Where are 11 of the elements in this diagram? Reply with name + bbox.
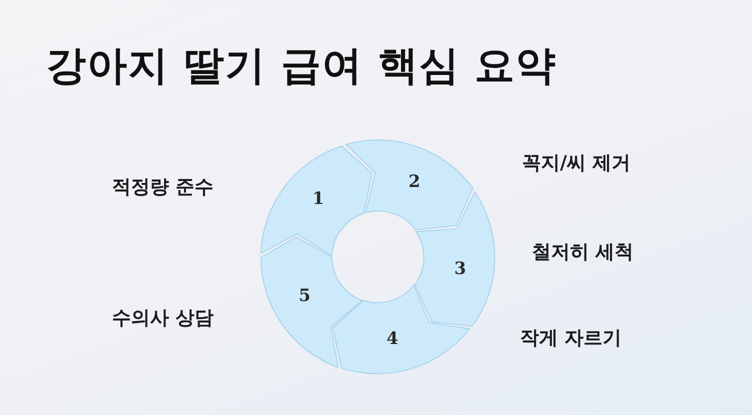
- step-number: 4: [386, 328, 398, 349]
- step-number: 5: [298, 286, 311, 306]
- title: 강아지 딸기 급여 핵심 요약: [46, 42, 557, 91]
- step-label: 적정량 준수: [112, 175, 214, 200]
- step-label: 작게 자르기: [520, 326, 622, 351]
- step-number: 2: [408, 172, 420, 192]
- step-number: 3: [454, 258, 466, 279]
- step-label: 철저히 세척: [532, 240, 634, 265]
- step-label: 꼭지/씨 제거: [522, 151, 631, 176]
- step-label: 수의사 상담: [112, 306, 214, 331]
- step-number: 1: [312, 189, 324, 210]
